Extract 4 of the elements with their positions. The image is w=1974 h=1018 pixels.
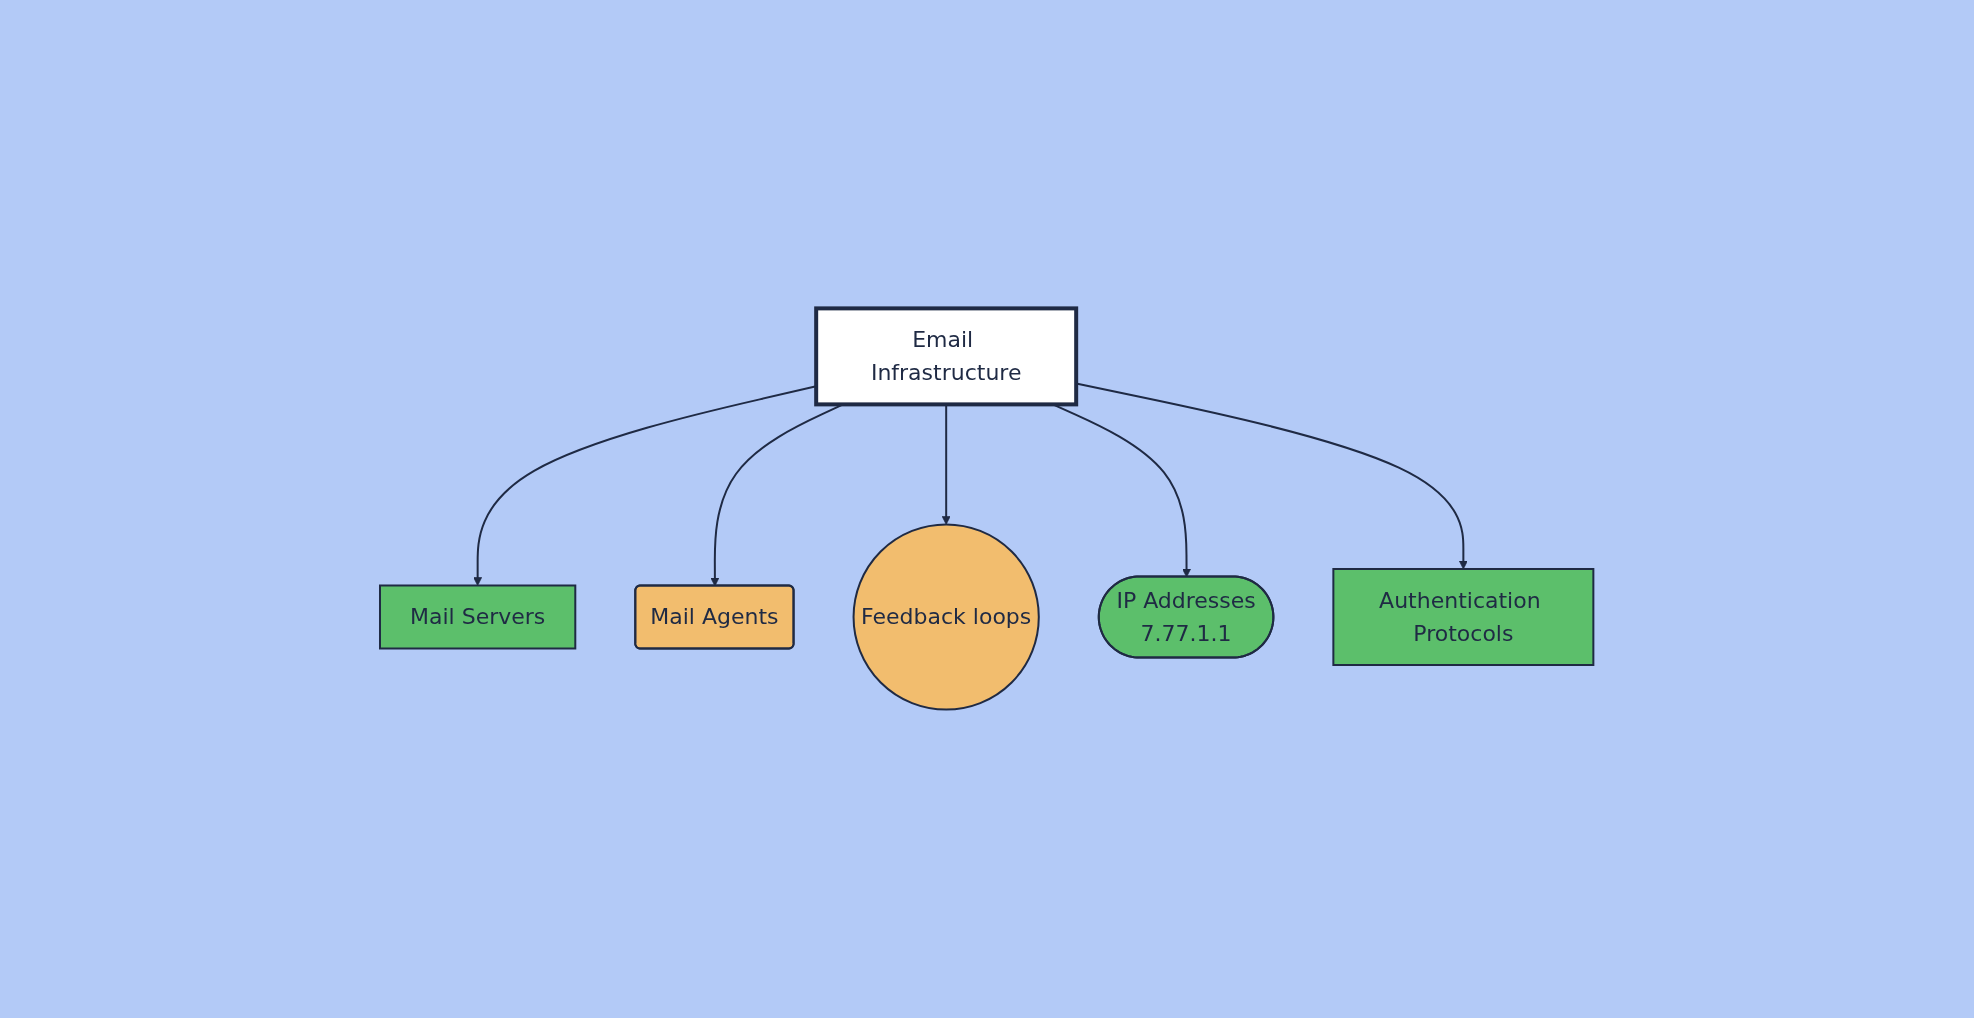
node-box: Email Infrastructure xyxy=(814,306,1079,407)
node-box: Authentication Protocols xyxy=(1332,568,1595,666)
node-circle: Feedback loops xyxy=(852,523,1041,711)
node-box: Mail Servers xyxy=(379,584,577,650)
